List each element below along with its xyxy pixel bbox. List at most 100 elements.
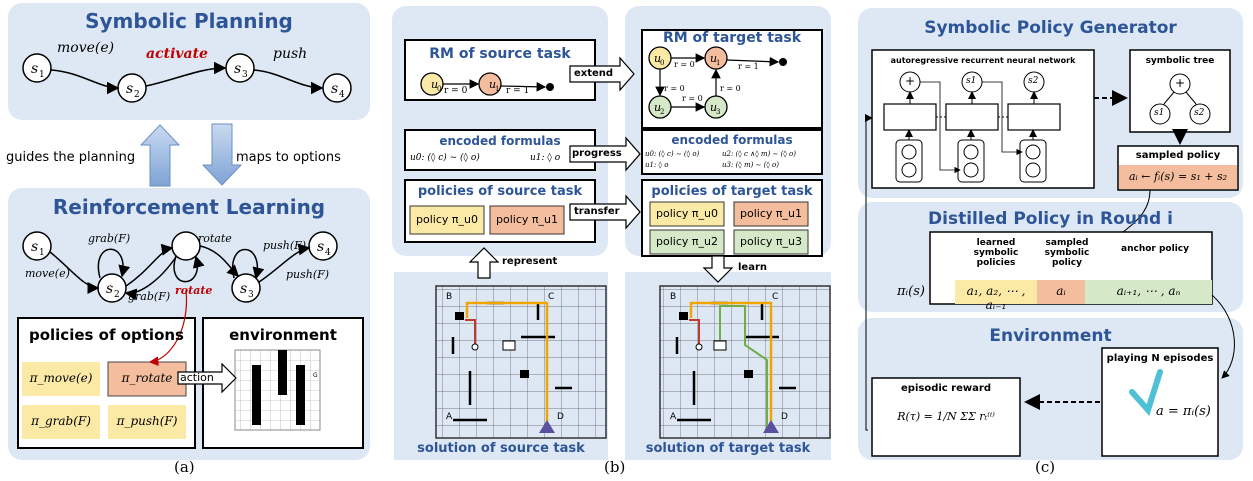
episodic-reward-box xyxy=(871,377,1021,457)
rl-edge-grab-top: grab(F) xyxy=(88,232,131,245)
policy-source-u0 xyxy=(409,205,485,235)
svg-text:u: u xyxy=(654,52,661,65)
rnn-node-plus: + xyxy=(905,74,916,88)
policies-of-options-title: policies of options xyxy=(28,326,184,344)
distilled-col-anchor: anchor policy xyxy=(1121,244,1189,254)
source-grid-map xyxy=(435,285,607,439)
source-grid-B: B xyxy=(446,292,453,302)
svg-text:1: 1 xyxy=(39,248,45,258)
caption-a: (a) xyxy=(174,458,195,476)
episodic-reward-title: episodic reward xyxy=(901,383,991,394)
learn-label: learn xyxy=(738,262,768,273)
environment-goal-label: G xyxy=(313,372,318,379)
policy-push-label: π_push(F) xyxy=(116,414,178,428)
policy-source-u1-label: policy π_u1 xyxy=(496,213,558,226)
svg-text:1: 1 xyxy=(495,85,499,93)
distilled-cell-sampled xyxy=(1037,280,1085,304)
tree-node-s2: s2 xyxy=(1194,108,1205,118)
transfer-arrow xyxy=(569,194,641,230)
symbolic-planning-title: Symbolic Planning xyxy=(85,9,293,33)
rm-source-r0: r = 0 xyxy=(444,86,468,96)
svg-text:1: 1 xyxy=(716,59,720,67)
source-grid-C: C xyxy=(548,292,555,302)
symbolic-tree-label: symbolic tree xyxy=(1145,56,1215,66)
rm-target-r0: r = 0 xyxy=(674,60,695,69)
source-grid-D: D xyxy=(557,412,564,422)
svg-text:s: s xyxy=(126,81,133,97)
rl-edge-grab-bottom: grab(F) xyxy=(128,290,171,303)
rnn-label: autoregressive recurrent neural network xyxy=(890,56,1076,65)
policies-source-title: policies of source task xyxy=(417,184,583,199)
sampled-policy-formula-cell xyxy=(1119,165,1237,189)
action-label: action xyxy=(180,371,214,384)
policy-target-u3 xyxy=(733,229,809,255)
svg-text:0: 0 xyxy=(437,85,441,93)
encoded-target-title: encoded formulas xyxy=(671,133,793,147)
policies-target-title: policies of target task xyxy=(651,184,813,199)
policy-source-u1 xyxy=(489,205,565,235)
svg-text:s: s xyxy=(31,61,38,77)
rnn-node-s2: s2 xyxy=(1028,76,1039,86)
svg-text:2: 2 xyxy=(114,290,120,300)
sp-edge-move: move(e) xyxy=(57,40,115,56)
environment-title-c: Environment xyxy=(989,326,1112,346)
distilled-pi: πᵢ(s) xyxy=(897,284,925,299)
sampled-policy-title: sampled policy xyxy=(1135,150,1221,161)
target-grid-B: B xyxy=(670,292,677,302)
environment-title-a: environment xyxy=(229,326,337,344)
rm-target-box xyxy=(641,29,823,129)
rl-edge-rotate-top: rotate xyxy=(198,232,232,245)
policy-move-cell xyxy=(22,362,100,396)
rm-target-title: RM of target task xyxy=(662,30,802,46)
playing-episodes-title: playing N episodes xyxy=(1106,353,1214,364)
learn-arrow xyxy=(702,255,734,283)
sp-edge-activate: activate xyxy=(146,46,208,62)
target-grid-map xyxy=(659,285,831,439)
rl-state-mid xyxy=(171,231,201,261)
policy-move-label: π_move(e) xyxy=(29,371,93,385)
svg-text:2: 2 xyxy=(660,108,664,116)
sampled-policy-formula: aᵢ ← fᵢ(s) = s₁ + s₂ xyxy=(1128,170,1228,183)
encoded-target-u3: u3: (◊ m) ∼ (◊ o) xyxy=(722,161,780,169)
solution-source-label: solution of source task xyxy=(417,441,585,456)
progress-arrow xyxy=(569,136,641,172)
progress-label: progress xyxy=(572,148,622,159)
encoded-target-u2: u2: (◊ c ∧◊ m) ∼ (◊ o) xyxy=(722,150,796,158)
svg-text:s: s xyxy=(106,281,113,297)
rm-source-title: RM of source task xyxy=(429,46,571,62)
svg-text:s: s xyxy=(240,281,247,297)
svg-text:4: 4 xyxy=(339,90,345,100)
rm-source-terminal xyxy=(546,83,554,91)
svg-text:u: u xyxy=(710,52,717,65)
maps-label: maps to options xyxy=(236,150,341,165)
environment-grid xyxy=(234,349,321,431)
svg-text:3: 3 xyxy=(242,70,248,80)
extend-label: extend xyxy=(574,68,614,79)
episodic-reward-formula: R(τ) = 1/N ΣΣ rₜ⁽ⁱ⁾ xyxy=(897,410,995,423)
policy-target-u2-label: policy π_u2 xyxy=(656,235,718,248)
distilled-col-learned: learned symbolic policies xyxy=(973,238,1019,268)
rl-edge-rotate-red: rotate xyxy=(175,284,213,297)
svg-text:0: 0 xyxy=(660,59,664,67)
policy-rotate-label: π_rotate xyxy=(121,371,173,385)
policy-grab-cell xyxy=(22,405,100,439)
target-grid-A: A xyxy=(670,412,677,422)
svg-text:2: 2 xyxy=(134,90,140,100)
action-arrow xyxy=(177,362,237,394)
guides-arrow-up xyxy=(139,124,181,187)
svg-text:4: 4 xyxy=(325,248,331,258)
svg-text:s: s xyxy=(317,239,324,255)
represent-arrow xyxy=(468,247,500,279)
svg-text:s: s xyxy=(234,61,241,77)
policy-push-cell xyxy=(108,405,186,439)
tree-node-s1: s1 xyxy=(1154,108,1165,118)
sp-edge-push: push xyxy=(273,46,308,62)
distilled-cell-sampled-text: aᵢ xyxy=(1056,284,1066,298)
encoded-target-u1: u1: ◊ o xyxy=(645,161,669,169)
policy-target-u1 xyxy=(733,201,809,227)
encoded-source-u1: u1: ◊ o xyxy=(530,153,561,163)
rm-target-r3: r = 0 xyxy=(682,94,703,103)
